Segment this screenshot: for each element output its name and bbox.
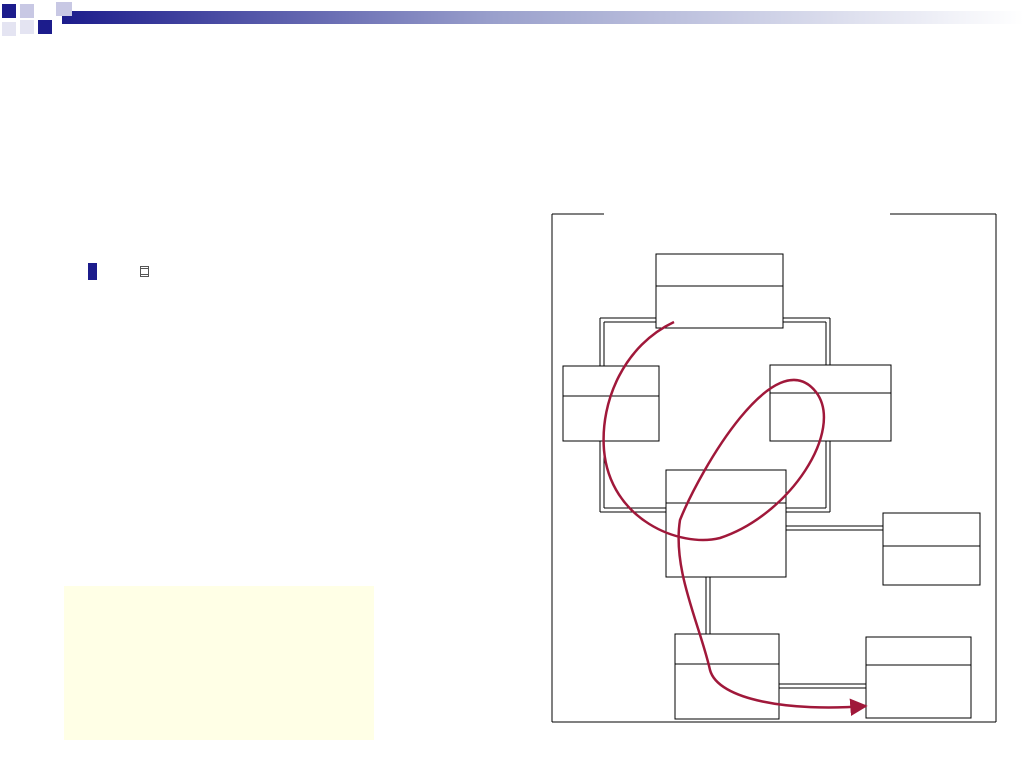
square-bullet-icon [88, 263, 97, 272]
query-path-arrow [602, 320, 868, 716]
bullet-list [84, 252, 504, 280]
diagram-frame [551, 213, 997, 723]
class-journal [562, 365, 660, 442]
class-location [865, 636, 972, 719]
environment-box [64, 586, 374, 740]
class-genre [882, 512, 981, 586]
class-paper [665, 469, 787, 578]
header-decoration [2, 2, 1024, 36]
square-bullet-icon [88, 271, 97, 280]
class-proceeding [769, 364, 892, 442]
class-bibliography [655, 253, 784, 329]
hollow-square-bullet-icon [140, 268, 149, 277]
association-lines [599, 317, 883, 689]
class-author [674, 633, 780, 720]
